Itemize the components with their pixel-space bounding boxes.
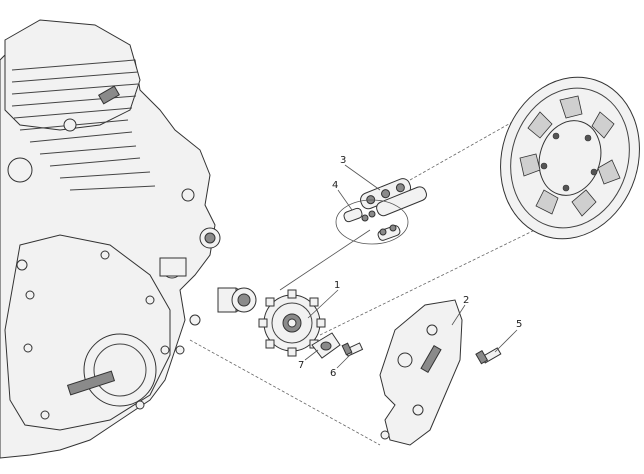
rear-sprocket [500,76,640,240]
washer [311,332,341,359]
callout-labels: 1 2 3 4 5 6 7 [298,155,522,379]
front-sprocket [258,289,326,357]
callout-4: 4 [332,180,338,191]
callout-7: 7 [298,360,304,371]
engine-illustration [0,19,221,459]
clip-link-kit [335,199,409,245]
chain-path-upper [409,94,561,181]
callout-2: 2 [463,295,469,306]
chain-path-lower [279,229,371,291]
cover-bolt [475,347,502,365]
chain-link-kit [360,178,427,217]
spacer [217,287,257,313]
leader-lines [304,164,518,369]
callout-6: 6 [330,368,336,379]
bolt [341,342,364,357]
callout-3: 3 [340,155,346,166]
assembly-axis [189,339,381,446]
chain-path-return [319,224,546,336]
callout-5: 5 [516,319,522,330]
callout-1: 1 [334,280,340,291]
sprocket-cover [379,299,463,446]
